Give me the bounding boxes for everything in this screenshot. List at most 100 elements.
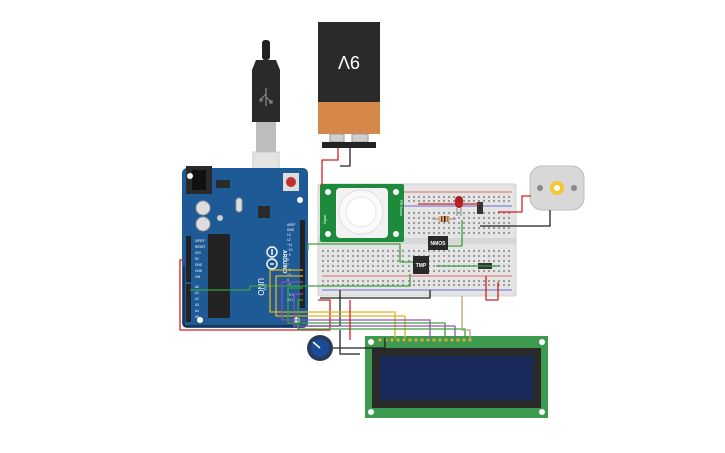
breadboard-hole	[337, 260, 339, 262]
breadboard-hole	[402, 270, 404, 272]
breadboard-hole	[387, 255, 389, 257]
lcd-pin[interactable]	[432, 338, 436, 342]
lcd-pin[interactable]	[420, 338, 424, 342]
pin-label: 7	[287, 263, 289, 267]
breadboard-hole	[438, 250, 440, 252]
lcd-pin[interactable]	[390, 338, 394, 342]
breadboard-hole	[408, 250, 410, 252]
breadboard-hole	[347, 255, 349, 257]
pir-label-top: PIR Sensor	[399, 200, 403, 217]
battery-9v[interactable]: 9V	[318, 22, 380, 148]
breadboard-hole	[382, 255, 384, 257]
lcd-pin[interactable]	[408, 338, 412, 342]
breadboard-hole	[438, 200, 440, 202]
breadboard-hole	[382, 284, 384, 286]
breadboard-hole	[463, 270, 465, 272]
temperature-sensor[interactable]: TMP	[413, 256, 429, 274]
breadboard-hole	[392, 270, 394, 272]
breadboard-hole	[508, 200, 510, 202]
pir-sensor[interactable]: Signal PIR Sensor	[320, 184, 404, 242]
breadboard-hole	[428, 280, 430, 282]
analog-header[interactable]	[186, 284, 191, 322]
lcd-pin[interactable]	[468, 338, 472, 342]
wire-green-tmp	[307, 243, 413, 263]
breadboard-hole	[473, 250, 475, 252]
breadboard-hole	[448, 222, 450, 224]
breadboard-hole	[473, 232, 475, 234]
lcd-pin[interactable]	[462, 338, 466, 342]
breadboard-hole	[418, 196, 420, 198]
lcd-display[interactable]	[365, 336, 548, 418]
diode[interactable]	[477, 202, 483, 214]
pin-label: IOREF	[195, 239, 205, 243]
breadboard-hole	[438, 284, 440, 286]
nmos-transistor[interactable]: NMOS	[428, 236, 448, 250]
breadboard-hole	[357, 284, 359, 286]
pin-label: A0	[195, 285, 199, 289]
power-header[interactable]	[186, 236, 191, 282]
breadboard-hole	[418, 250, 420, 252]
arduino-uno-board[interactable]: ARDUINO UNO ON IOREF RESET 3V3 5V GND GN…	[182, 166, 308, 328]
breadboard-hole	[418, 217, 420, 219]
arduino-on-label: ON	[263, 284, 268, 290]
lcd-pin[interactable]	[402, 338, 406, 342]
lcd-pin[interactable]	[414, 338, 418, 342]
breadboard-hole	[372, 270, 374, 272]
breadboard-hole	[423, 280, 425, 282]
breadboard-hole	[327, 260, 329, 262]
breadboard-hole	[433, 217, 435, 219]
breadboard-hole	[493, 232, 495, 234]
breadboard-hole	[408, 280, 410, 282]
pin-label: 8	[287, 258, 289, 262]
breadboard-hole	[392, 284, 394, 286]
lcd-pin[interactable]	[456, 338, 460, 342]
wire-lcd-backlight	[461, 296, 471, 338]
breadboard-hole	[423, 250, 425, 252]
breadboard-hole	[372, 255, 374, 257]
breadboard-hole	[402, 250, 404, 252]
wire-battery-positive	[321, 148, 339, 186]
breadboard-hole	[357, 255, 359, 257]
breadboard-hole	[377, 270, 379, 272]
breadboard-hole	[352, 265, 354, 267]
breadboard-hole	[493, 196, 495, 198]
breadboard-hole	[367, 270, 369, 272]
lcd-pin[interactable]	[438, 338, 442, 342]
breadboard-hole	[438, 270, 440, 272]
pin-label: ~9	[287, 253, 291, 257]
breadboard-hole	[483, 196, 485, 198]
breadboard-hole	[352, 260, 354, 262]
breadboard-hole	[503, 255, 505, 257]
breadboard-hole	[508, 280, 510, 282]
breadboard-hole	[448, 232, 450, 234]
breadboard-hole	[463, 196, 465, 198]
dc-motor-icon[interactable]	[529, 165, 585, 211]
led-icon[interactable]	[455, 196, 463, 216]
breadboard-hole	[483, 232, 485, 234]
breadboard-hole	[413, 212, 415, 214]
breadboard-hole	[443, 232, 445, 234]
breadboard-hole	[468, 196, 470, 198]
breadboard-hole	[418, 212, 420, 214]
breadboard-hole	[488, 232, 490, 234]
digital-header[interactable]	[300, 220, 305, 308]
breadboard-hole	[493, 212, 495, 214]
breadboard-hole	[433, 265, 435, 267]
breadboard-hole	[423, 200, 425, 202]
lcd-pin[interactable]	[450, 338, 454, 342]
lcd-pin[interactable]	[378, 338, 382, 342]
breadboard-hole	[463, 250, 465, 252]
breadboard-hole	[493, 255, 495, 257]
breadboard-hole	[428, 232, 430, 234]
breadboard-hole	[473, 270, 475, 272]
breadboard-hole	[428, 227, 430, 229]
potentiometer-knob-icon[interactable]	[307, 335, 333, 361]
wire-lcd-1	[269, 269, 396, 338]
resistor-icon[interactable]	[432, 216, 456, 222]
breadboard-hole	[332, 260, 334, 262]
lcd-pin[interactable]	[444, 338, 448, 342]
reset-button[interactable]	[286, 177, 296, 187]
breadboard-hole	[488, 217, 490, 219]
lcd-pin[interactable]	[396, 338, 400, 342]
lcd-pin[interactable]	[426, 338, 430, 342]
